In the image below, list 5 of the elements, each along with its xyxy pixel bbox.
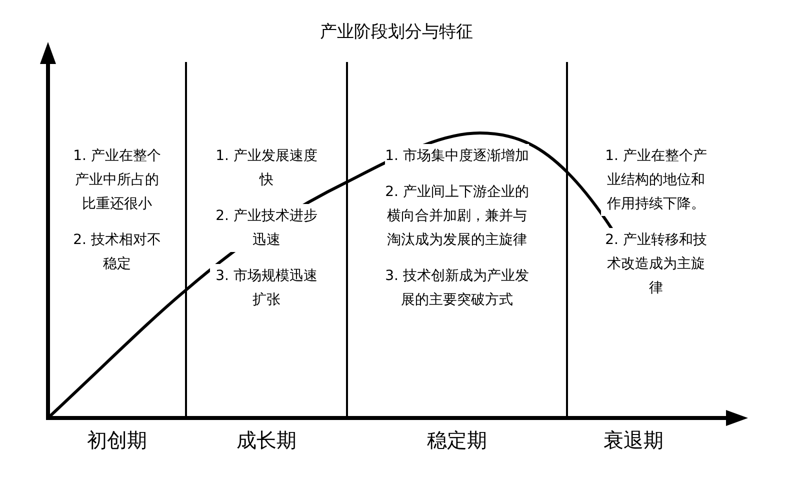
stage-name: 初创期 (86, 427, 148, 454)
stage-name: 稳定期 (426, 427, 488, 454)
diagram-title: 产业阶段划分与特征 (319, 21, 474, 44)
stage-name: 衰退期 (602, 427, 664, 454)
stage-name: 成长期 (236, 427, 298, 454)
